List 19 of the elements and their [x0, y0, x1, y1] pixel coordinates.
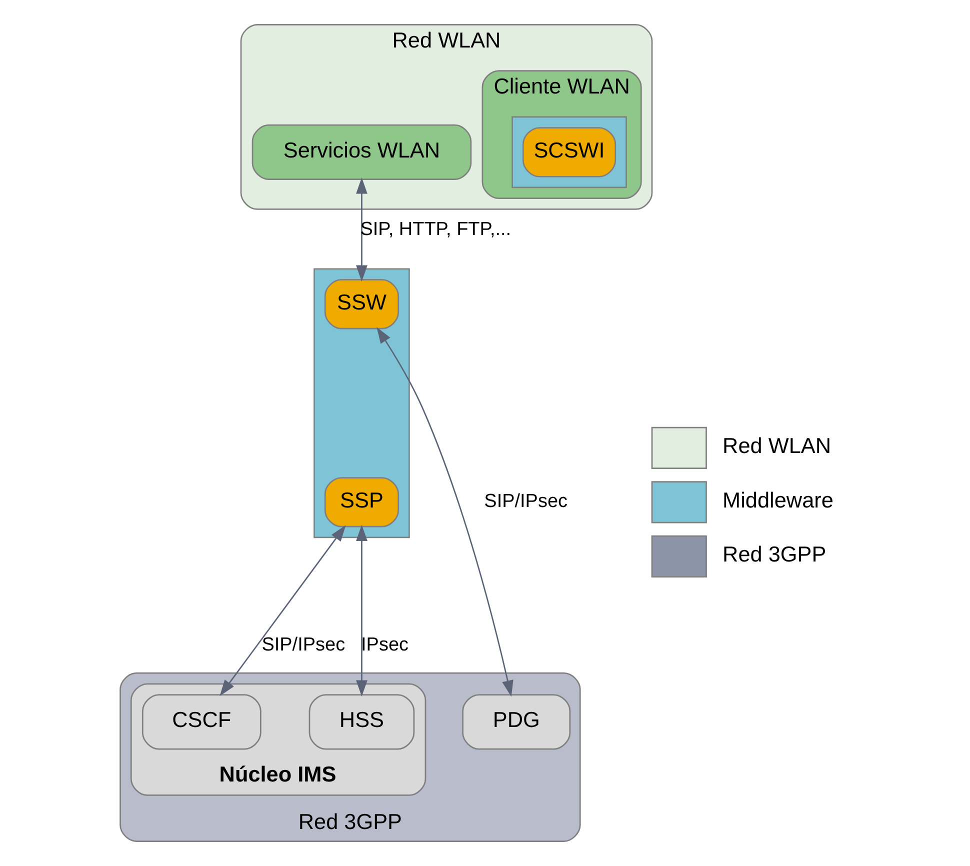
- node-box: SSP: [324, 477, 399, 528]
- node-box: PDG: [462, 694, 570, 750]
- arrow: [356, 178, 367, 282]
- edge-label: SIP/IPsec: [484, 491, 568, 512]
- node-box: Servicios WLAN: [251, 124, 472, 180]
- legend-label: Red 3GPP: [722, 542, 826, 567]
- node-box: HSS: [308, 694, 414, 750]
- legend-label: Middleware: [722, 487, 833, 512]
- node-box: SCSWI: [522, 127, 616, 178]
- arrow: [356, 524, 367, 697]
- cluster: [313, 268, 410, 538]
- legend-label: Red WLAN: [722, 433, 831, 458]
- arrow: [219, 525, 346, 696]
- node-box: CSCF: [141, 694, 261, 750]
- edge-label: IPsec: [360, 634, 408, 656]
- cluster: [511, 116, 626, 188]
- arrow: [376, 327, 513, 697]
- node-box: SSW: [324, 279, 399, 330]
- edge-label: SIP/IPsec: [261, 634, 345, 656]
